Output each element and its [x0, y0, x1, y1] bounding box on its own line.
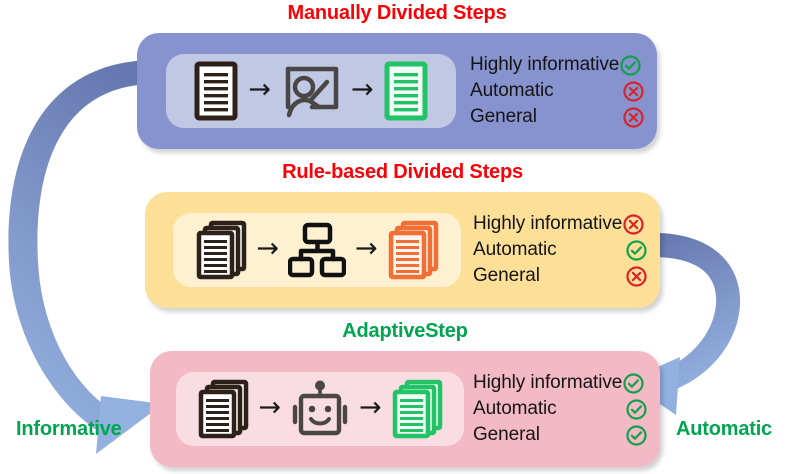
checklist-manual: Highly informative Automatic — [470, 49, 645, 133]
pipeline-rule-based: → → — [181, 220, 452, 280]
panel-title-manual: Manually Divided Steps — [287, 2, 507, 24]
checklist-row: Highly informative — [473, 211, 648, 237]
pipeline-arrow-icon: → — [351, 73, 374, 105]
panel-rule-based: → → — [145, 192, 660, 308]
status-cross-icon — [625, 265, 648, 288]
left-curved-arrow — [8, 60, 163, 454]
documents-stack-orange-icon — [387, 220, 439, 280]
panel-rule-based-pipeline-box: → → — [173, 213, 461, 287]
status-check-icon — [625, 239, 648, 262]
status-check-icon — [619, 54, 642, 77]
robot-icon — [290, 380, 350, 438]
pipeline-manual: → → — [179, 61, 442, 121]
panel-manual: → → — [137, 33, 657, 149]
checklist-label: Highly informative — [470, 54, 620, 75]
panel-adaptivestep: → → — [150, 351, 660, 467]
status-cross-icon — [622, 213, 645, 236]
status-cross-icon — [622, 80, 645, 103]
pipeline-adaptivestep: → → — [183, 379, 456, 439]
checklist-label: Automatic — [470, 80, 554, 101]
hierarchy-tree-icon — [288, 222, 346, 278]
checklist-row: Automatic — [470, 78, 645, 104]
checklist-label: General — [470, 106, 537, 127]
caption-automatic: Automatic — [676, 418, 772, 440]
documents-stack-black-icon — [195, 220, 247, 280]
checklist-label: Automatic — [473, 398, 557, 419]
documents-stack-black-icon — [197, 379, 249, 439]
caption-informative: Informative — [16, 418, 122, 440]
pipeline-arrow-icon: → — [359, 391, 382, 423]
panel-adaptivestep-pipeline-box: → → — [176, 372, 464, 446]
status-cross-icon — [622, 106, 645, 129]
checklist-row: General — [473, 422, 648, 448]
checklist-row: Automatic — [473, 396, 648, 422]
status-check-icon — [625, 424, 648, 447]
status-check-icon — [625, 398, 648, 421]
checklist-label: Highly informative — [473, 372, 623, 393]
person-whiteboard-icon — [280, 63, 342, 119]
document-green-icon — [383, 61, 429, 121]
checklist-row: Highly informative — [470, 52, 645, 78]
checklist-label: Automatic — [473, 239, 557, 260]
document-black-icon — [193, 61, 239, 121]
panel-title-rule-based: Rule-based Divided Steps — [282, 161, 523, 183]
pipeline-arrow-icon: → — [256, 232, 279, 264]
documents-stack-green-icon — [391, 379, 443, 439]
pipeline-arrow-icon: → — [258, 391, 281, 423]
checklist-label: General — [473, 424, 540, 445]
checklist-row: Automatic — [473, 237, 648, 263]
checklist-row: General — [470, 104, 645, 130]
pipeline-arrow-icon: → — [355, 232, 378, 264]
checklist-adaptivestep: Highly informative Automatic — [473, 367, 648, 451]
checklist-label: General — [473, 265, 540, 286]
checklist-row: General — [473, 263, 648, 289]
panel-title-adaptivestep: AdaptiveStep — [342, 320, 468, 342]
panel-manual-pipeline-box: → → — [166, 54, 456, 128]
checklist-rule-based: Highly informative Automatic — [473, 208, 648, 292]
checklist-label: Highly informative — [473, 213, 623, 234]
pipeline-arrow-icon: → — [248, 73, 271, 105]
status-check-icon — [622, 372, 645, 395]
checklist-row: Highly informative — [473, 370, 648, 396]
